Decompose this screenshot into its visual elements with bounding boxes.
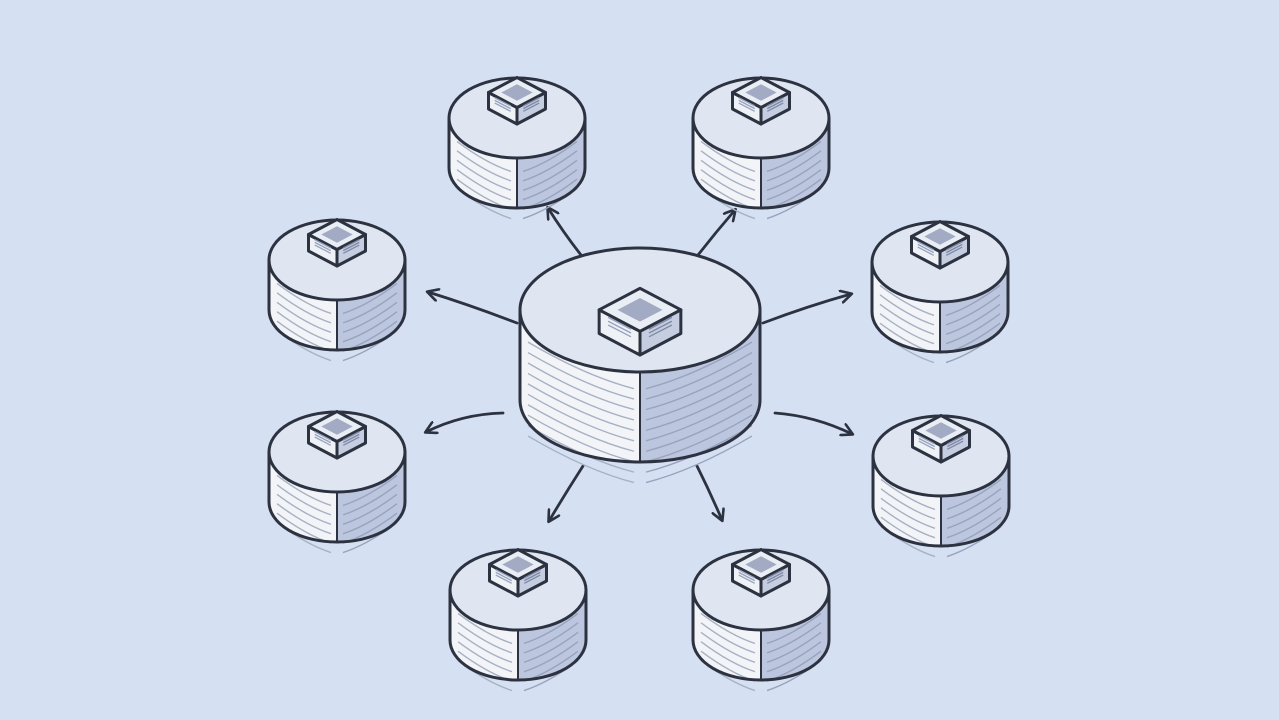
arrow-to-bottom-right	[695, 464, 722, 520]
satellite-node-lower-right	[871, 414, 1011, 558]
server-cube-icon	[487, 76, 547, 126]
hub-node-platform	[518, 246, 762, 484]
server-cube-icon	[597, 286, 683, 357]
satellite-node-lower-left	[267, 410, 407, 554]
satellite-node-upper-right	[870, 220, 1010, 364]
satellite-node-bottom-left	[448, 548, 588, 692]
satellite-node-top-right	[691, 76, 831, 220]
arrow-to-lower-right	[773, 411, 852, 434]
connection-arrows	[426, 208, 852, 521]
arrow-to-top-left	[548, 208, 583, 257]
server-cube-icon	[911, 414, 971, 464]
server-cube-icon	[307, 410, 367, 460]
satellite-node-top-left	[447, 76, 587, 220]
server-cube-icon	[910, 220, 970, 270]
satellite-node-upper-left	[267, 218, 407, 362]
arrow-to-top-right	[696, 210, 735, 257]
server-cube-icon	[731, 548, 791, 598]
server-cube-icon	[307, 218, 367, 268]
server-cube-icon	[488, 548, 548, 598]
server-cube-icon	[731, 76, 791, 126]
satellite-node-top-left-platform	[447, 76, 587, 220]
arrow-to-lower-left	[426, 411, 505, 432]
satellite-node-bottom-right-platform	[691, 548, 831, 692]
arrow-to-bottom-left	[549, 464, 585, 521]
satellite-node-upper-right-platform	[870, 220, 1010, 364]
arrow-to-upper-right	[761, 294, 851, 325]
satellite-node-bottom-right	[691, 548, 831, 692]
arrow-to-upper-left	[428, 292, 519, 325]
nodes	[267, 76, 1011, 692]
hub-node	[518, 246, 762, 484]
